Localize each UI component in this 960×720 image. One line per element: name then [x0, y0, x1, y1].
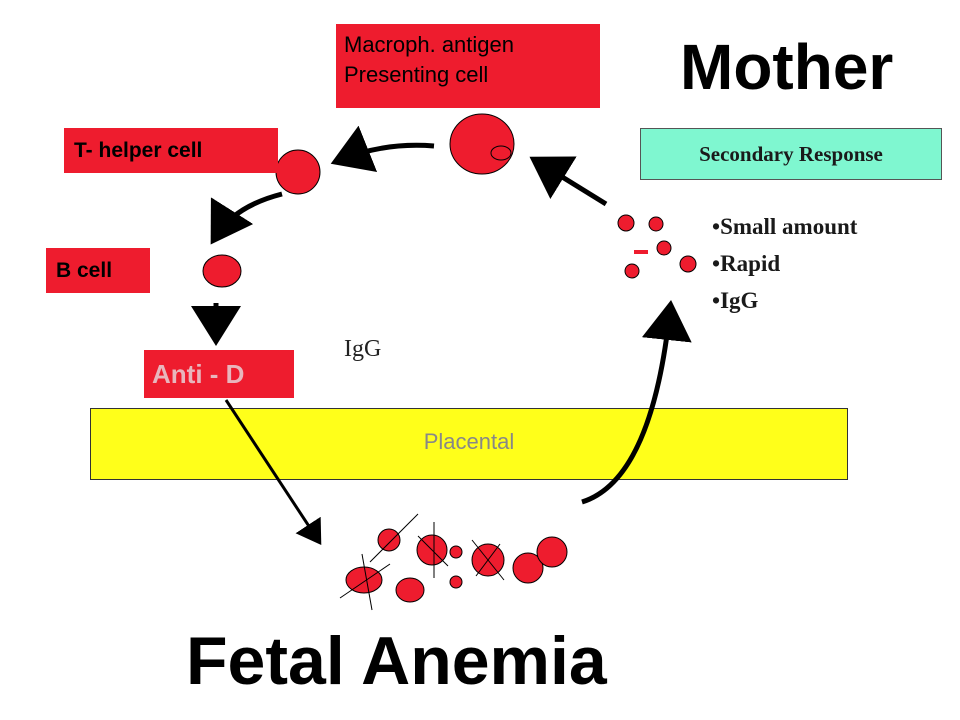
fetal-cells-maternal — [617, 214, 697, 279]
bullet-rapid: Rapid — [712, 245, 857, 282]
arrow-macrophage-to-thelper — [330, 125, 435, 173]
bullet-igg: IgG — [712, 282, 857, 319]
placental-label: Placental — [423, 429, 515, 454]
secondary-response-box: Secondary Response — [640, 128, 942, 180]
macrophage-label-line2: Presenting cell — [344, 62, 489, 87]
anti-d-label: Anti - D — [144, 350, 294, 398]
b-cell-label: B cell — [46, 248, 150, 293]
placental-barrier: Placental — [90, 408, 848, 480]
b-cell — [202, 254, 242, 288]
macrophage-label-box: Macroph. antigen Presenting cell — [336, 24, 600, 108]
fetal-anemia-title: Fetal Anemia — [186, 623, 607, 699]
arrow-thelper-to-bcell — [210, 191, 283, 245]
macrophage-label-line1: Macroph. antigen — [344, 32, 514, 57]
t-helper-label: T- helper cell — [64, 128, 278, 173]
mother-title: Mother — [680, 31, 894, 103]
arrow-antid-to-fetal-cells — [224, 399, 322, 546]
bullet-small-amount: Small amount — [712, 208, 857, 245]
t-helper-cell — [275, 149, 321, 195]
destroyed-fetal-cells — [339, 513, 568, 611]
arrow-cells-to-macrophage — [529, 156, 608, 207]
arrow-fetal-to-mother — [581, 300, 692, 505]
igg-label: IgG — [344, 336, 382, 362]
macrophage-nucleus — [490, 145, 512, 161]
macrophage-cell — [449, 113, 515, 175]
secondary-response-bullets: Small amount Rapid IgG — [712, 208, 857, 319]
